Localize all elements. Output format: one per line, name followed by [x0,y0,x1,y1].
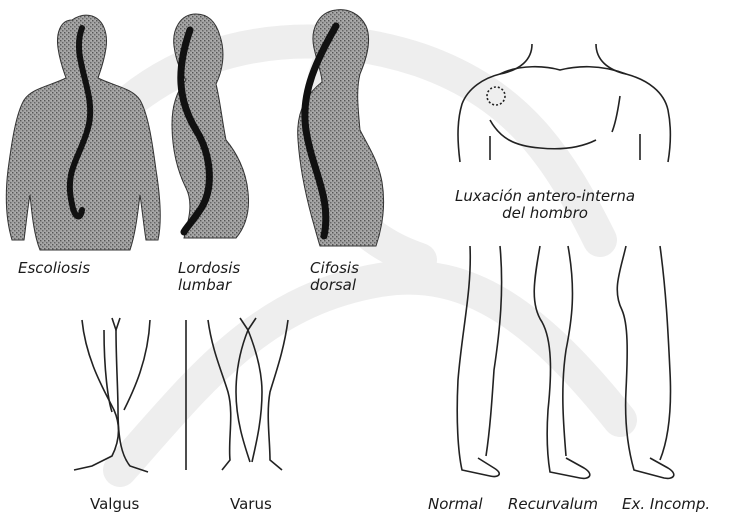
shoulder-figure [458,44,670,162]
shoulder-label-line1: Luxación antero-interna [455,188,635,205]
escoliosis-label: Escoliosis [18,260,90,277]
recurvalum-label: Recurvalum [508,496,598,513]
normal-label: Normal [428,496,483,513]
leg-ex-incomp [617,246,674,478]
lordosis-label-line2: lumbar [178,277,240,294]
cifosis-label-line1: Cifosis [310,260,359,277]
cifosis-label-line2: dorsal [310,277,359,294]
varus-label: Varus [230,496,272,513]
shoulder-label: Luxación antero-interna del hombro [455,188,635,222]
ex-incomp-label: Ex. Incomp. [622,496,710,513]
lordosis-label-line1: Lordosis [178,260,240,277]
escoliosis-figure [6,15,160,250]
lordosis-label: Lordosis lumbar [178,260,240,294]
shoulder-label-line2: del hombro [455,205,635,222]
valgus-label: Valgus [90,496,139,513]
cifosis-label: Cifosis dorsal [310,260,359,294]
